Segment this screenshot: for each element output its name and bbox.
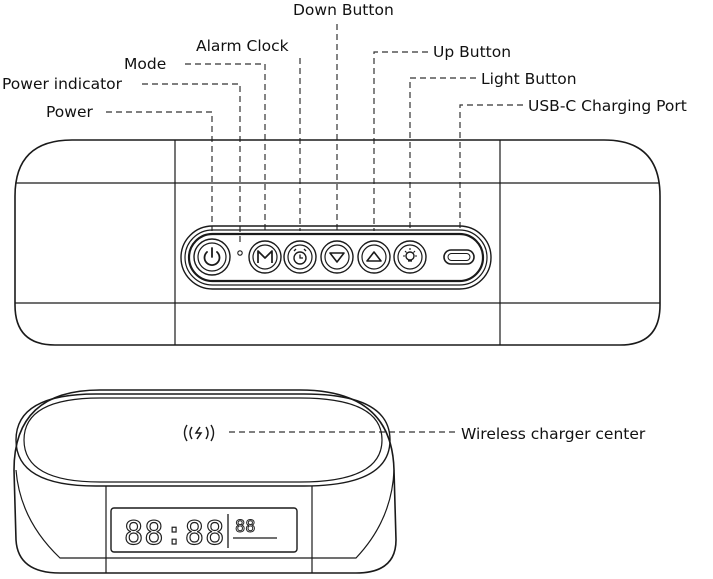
alarm-clock-icon [293, 248, 307, 265]
label-alarm-clock: Alarm Clock [196, 37, 289, 55]
power-icon [203, 247, 221, 266]
light-button [393, 240, 427, 274]
wireless-charging-icon [183, 424, 215, 442]
label-mode: Mode [124, 55, 166, 73]
device-perspective-view: 88:88 88 [13, 389, 397, 574]
power-indicator-led [237, 250, 243, 256]
lcd-display: 88:88 88 [110, 507, 298, 553]
label-power-indicator: Power indicator [2, 75, 123, 93]
light-bulb-icon [403, 248, 417, 262]
usb-c-port-icon [443, 249, 475, 265]
label-light-button: Light Button [481, 70, 577, 88]
usb-c-port [443, 249, 475, 265]
label-down-button: Down Button [293, 1, 394, 19]
time-digits: 88:88 [124, 514, 225, 552]
up-button [357, 240, 391, 274]
mode-button [248, 240, 282, 274]
mode-m-icon [257, 250, 273, 263]
label-wireless-charger-center: Wireless charger center [461, 425, 646, 443]
down-triangle-icon [329, 252, 345, 263]
label-up-button: Up Button [433, 43, 511, 61]
power-button [193, 238, 231, 276]
leader-lines [106, 24, 523, 433]
up-triangle-icon [366, 251, 382, 262]
small-digits: 88 [235, 517, 255, 537]
alarm-clock-button [283, 240, 317, 274]
label-power: Power [46, 103, 93, 121]
down-button [320, 240, 354, 274]
label-usb-c-port: USB-C Charging Port [528, 97, 687, 115]
device-front-view [14, 139, 661, 346]
